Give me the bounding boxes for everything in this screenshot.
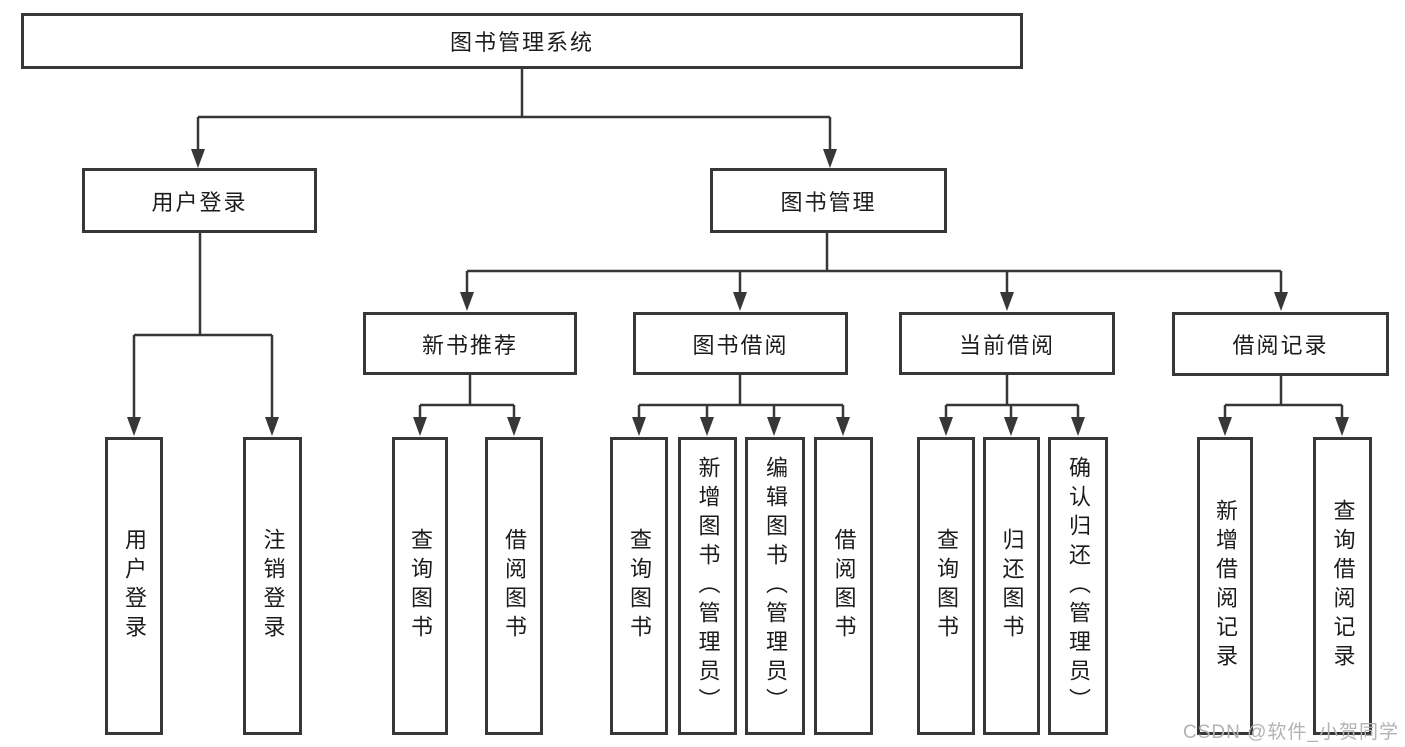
node-book-management-label: 图书管理 (780, 189, 877, 215)
edge-borrow-to-leaves (632, 375, 850, 436)
leaf-records-query-record-label: 查询借阅记录 (1330, 499, 1356, 673)
node-root-label: 图书管理系统 (449, 30, 594, 55)
leaf-current-return-books-label: 归还图书 (999, 528, 1025, 644)
edge-records-to-leaves (1218, 375, 1349, 436)
leaf-user-login: 用户登录 (105, 437, 163, 735)
leaf-newbook-borrow-books-label: 借阅图书 (502, 528, 527, 644)
leaf-user-login-label: 用户登录 (122, 528, 147, 644)
node-new-book-recommend-label: 新书推荐 (421, 332, 518, 358)
node-user-login: 用户登录 (82, 168, 317, 233)
node-book-borrow: 图书借阅 (633, 312, 848, 375)
leaf-borrow-borrow-books-label: 借阅图书 (831, 528, 857, 644)
leaf-current-query-books: 查询图书 (917, 437, 975, 735)
leaf-current-confirm-return-admin: 确认归还（管理员） (1048, 437, 1108, 735)
leaf-borrow-edit-books-admin: 编辑图书（管理员） (745, 437, 805, 735)
node-user-login-label: 用户登录 (151, 189, 248, 215)
leaf-current-query-books-label: 查询图书 (934, 528, 959, 644)
leaf-current-confirm-return-admin-label: 确认归还（管理员） (1066, 455, 1091, 717)
leaf-borrow-query-books: 查询图书 (610, 437, 668, 735)
leaf-borrow-borrow-books: 借阅图书 (814, 437, 873, 735)
leaf-borrow-add-books-admin-label: 新增图书（管理员） (695, 455, 721, 717)
leaf-borrow-query-books-label: 查询图书 (627, 528, 652, 644)
node-book-management: 图书管理 (710, 168, 947, 233)
leaf-logout-label: 注销登录 (260, 528, 286, 644)
leaf-borrow-add-books-admin: 新增图书（管理员） (678, 437, 737, 735)
edge-user-login-to-leaves (127, 233, 279, 436)
node-current-borrow: 当前借阅 (899, 312, 1115, 375)
edge-root-to-level2 (191, 69, 837, 168)
leaf-current-return-books: 归还图书 (983, 437, 1040, 735)
leaf-newbook-query-books: 查询图书 (392, 437, 448, 735)
leaf-records-add-record-label: 新增借阅记录 (1213, 499, 1238, 673)
node-current-borrow-label: 当前借阅 (958, 332, 1055, 358)
node-root: 图书管理系统 (21, 13, 1023, 69)
node-borrow-records: 借阅记录 (1172, 312, 1389, 376)
leaf-records-add-record: 新增借阅记录 (1197, 437, 1253, 735)
edge-book-management-to-level3 (460, 233, 1288, 311)
leaf-newbook-query-books-label: 查询图书 (408, 528, 433, 644)
csdn-watermark: CSDN @软件_小贺同学 (1183, 722, 1399, 743)
node-borrow-records-label: 借阅记录 (1232, 333, 1329, 358)
edge-newbook-to-leaves (413, 375, 521, 436)
node-book-borrow-label: 图书借阅 (692, 332, 789, 358)
node-new-book-recommend: 新书推荐 (363, 312, 577, 375)
leaf-borrow-edit-books-admin-label: 编辑图书（管理员） (763, 455, 788, 717)
edge-current-to-leaves (939, 375, 1085, 436)
leaf-logout: 注销登录 (243, 437, 302, 735)
leaf-records-query-record: 查询借阅记录 (1313, 437, 1372, 735)
leaf-newbook-borrow-books: 借阅图书 (485, 437, 543, 735)
